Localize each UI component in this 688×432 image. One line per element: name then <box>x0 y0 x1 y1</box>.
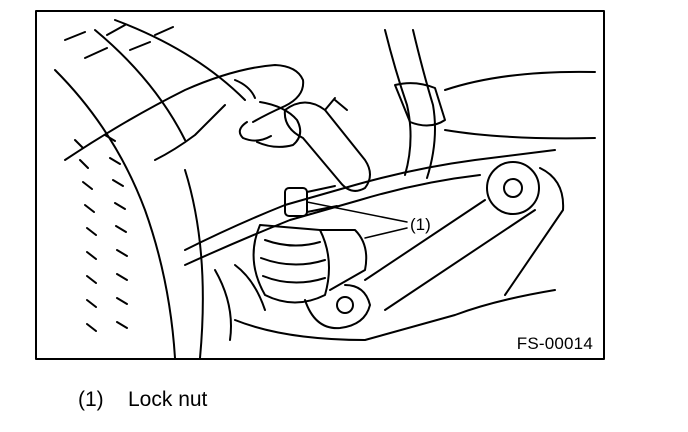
tie-rod <box>184 149 556 266</box>
line-drawing <box>35 10 605 360</box>
callout-1: (1) <box>410 215 431 235</box>
legend: (1) Lock nut <box>78 388 207 412</box>
knuckle <box>214 264 556 341</box>
leader-lines <box>306 201 408 239</box>
illustration-frame: (1) FS-00014 <box>35 10 605 360</box>
upper-arm <box>384 29 596 179</box>
boot <box>252 224 368 304</box>
hand <box>64 64 305 161</box>
figure-code: FS-00014 <box>514 334 595 354</box>
legend-label: Lock nut <box>128 388 208 411</box>
legend-number: (1) <box>78 388 104 411</box>
frame-border <box>35 10 605 360</box>
tire <box>54 19 246 359</box>
bushing <box>364 161 565 311</box>
wrench <box>283 97 371 192</box>
